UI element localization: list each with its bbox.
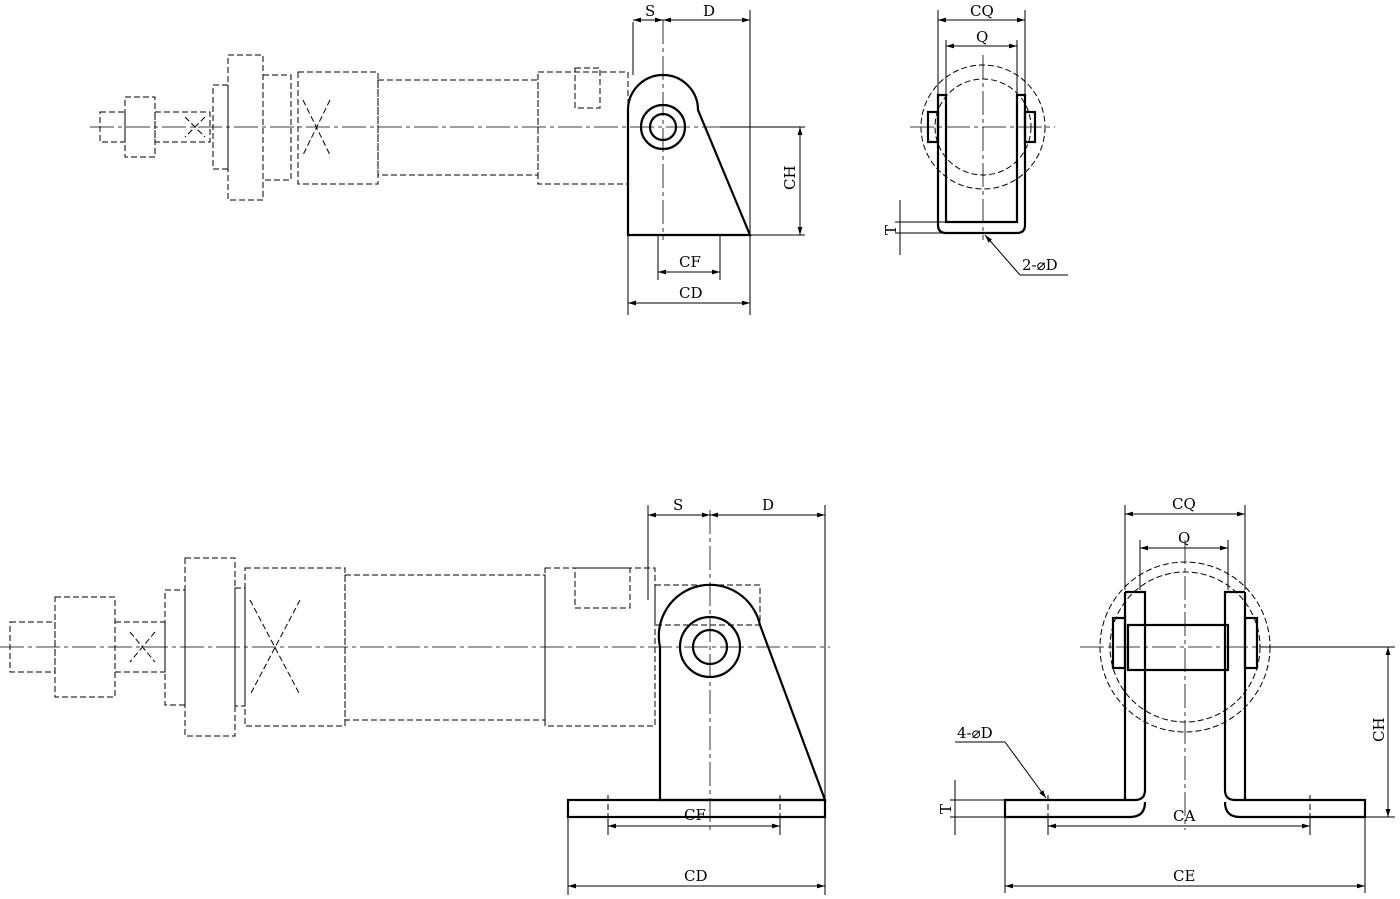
dim-CQ: CQ bbox=[970, 2, 994, 20]
dim-CE: CE bbox=[1173, 867, 1195, 885]
top-front-view: CQ Q T 2-⌀D bbox=[882, 2, 1068, 276]
dim-CA: CA bbox=[1173, 807, 1195, 825]
dim-hole: 4-⌀D bbox=[957, 724, 993, 742]
dim-CD: CD bbox=[684, 867, 708, 885]
top-side-view: S D CH CF CD bbox=[90, 2, 805, 315]
dim-CF: CF bbox=[679, 253, 701, 271]
dim-CQ: CQ bbox=[1172, 495, 1196, 513]
clevis-bracket bbox=[626, 73, 752, 237]
bottom-front-view: CQ Q CH T 4-⌀D CA CE bbox=[937, 495, 1395, 893]
dim-CH: CH bbox=[781, 165, 799, 190]
dim-D: D bbox=[762, 496, 774, 514]
dim-T: T bbox=[937, 804, 955, 814]
bottom-side-view: S D CF CD bbox=[0, 496, 830, 895]
dim-CF: CF bbox=[684, 806, 706, 824]
dim-Q: Q bbox=[1178, 529, 1190, 547]
dim-Q: Q bbox=[976, 28, 988, 46]
dim-T: T bbox=[882, 225, 900, 235]
dim-CH: CH bbox=[1370, 717, 1388, 742]
dim-CD: CD bbox=[679, 284, 703, 302]
dim-D: D bbox=[703, 2, 715, 20]
dim-S: S bbox=[673, 496, 683, 514]
dim-S: S bbox=[645, 2, 655, 20]
dim-hole: 2-⌀D bbox=[1022, 256, 1058, 274]
